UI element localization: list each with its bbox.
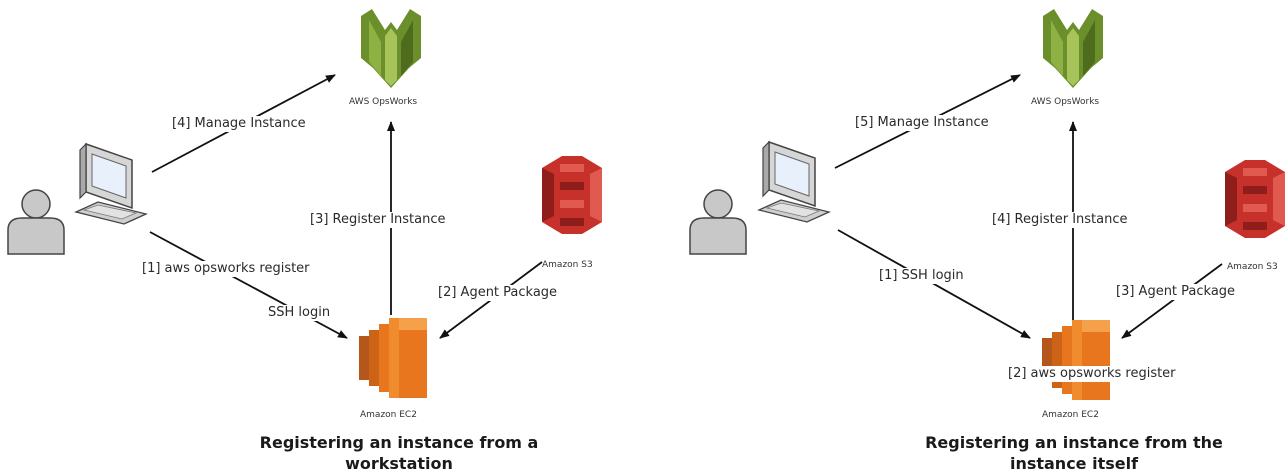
left-arrow-ssh xyxy=(149,231,348,339)
opsworks-icon xyxy=(361,9,421,88)
s3-label: Amazon S3 xyxy=(542,260,593,270)
opsworks-label: AWS OpsWorks xyxy=(1031,97,1100,107)
right-arrow-agent xyxy=(1121,263,1223,339)
caption-line-2: workstation xyxy=(345,454,453,473)
edge-label-cli: [1] aws opsworks register xyxy=(140,261,312,277)
edge-label-ssh: SSH login xyxy=(266,305,333,321)
left-panel xyxy=(7,9,602,398)
opsworks-icon xyxy=(1043,9,1103,88)
caption-right: Registering an instance from the instanc… xyxy=(904,432,1244,474)
edge-label-agent: [3] Agent Package xyxy=(1114,284,1238,300)
caption-line-2: instance itself xyxy=(1009,454,1139,473)
edge-label-manage: [4] Manage Instance xyxy=(170,116,308,132)
right-panel xyxy=(689,9,1285,400)
workstation-icon xyxy=(758,141,830,223)
edge-label-manage: [5] Manage Instance xyxy=(853,115,991,131)
right-arrow-ssh xyxy=(837,229,1031,339)
ec2-label: Amazon EC2 xyxy=(360,410,417,420)
user-icon xyxy=(689,189,747,255)
edge-label-register: [3] Register Instance xyxy=(308,212,448,228)
ec2-overlay-label: [2] aws opsworks register xyxy=(1006,366,1178,382)
edge-label-ssh: [1] SSH login xyxy=(877,268,966,284)
opsworks-label: AWS OpsWorks xyxy=(349,97,418,107)
workstation-icon xyxy=(75,143,147,225)
edge-label-register: [4] Register Instance xyxy=(990,212,1130,228)
ec2-label: Amazon EC2 xyxy=(1042,410,1099,420)
ec2-icon xyxy=(1042,320,1110,400)
edge-label-agent: [2] Agent Package xyxy=(436,285,560,301)
s3-label: Amazon S3 xyxy=(1227,262,1278,272)
caption-left: Registering an instance from a workstati… xyxy=(229,432,569,474)
caption-line-1: Registering an instance from the xyxy=(925,433,1223,452)
user-icon xyxy=(7,189,65,255)
s3-bucket-icon xyxy=(542,156,602,234)
ec2-icon xyxy=(359,318,427,398)
s3-bucket-icon xyxy=(1225,160,1285,238)
caption-line-1: Registering an instance from a xyxy=(259,433,539,452)
